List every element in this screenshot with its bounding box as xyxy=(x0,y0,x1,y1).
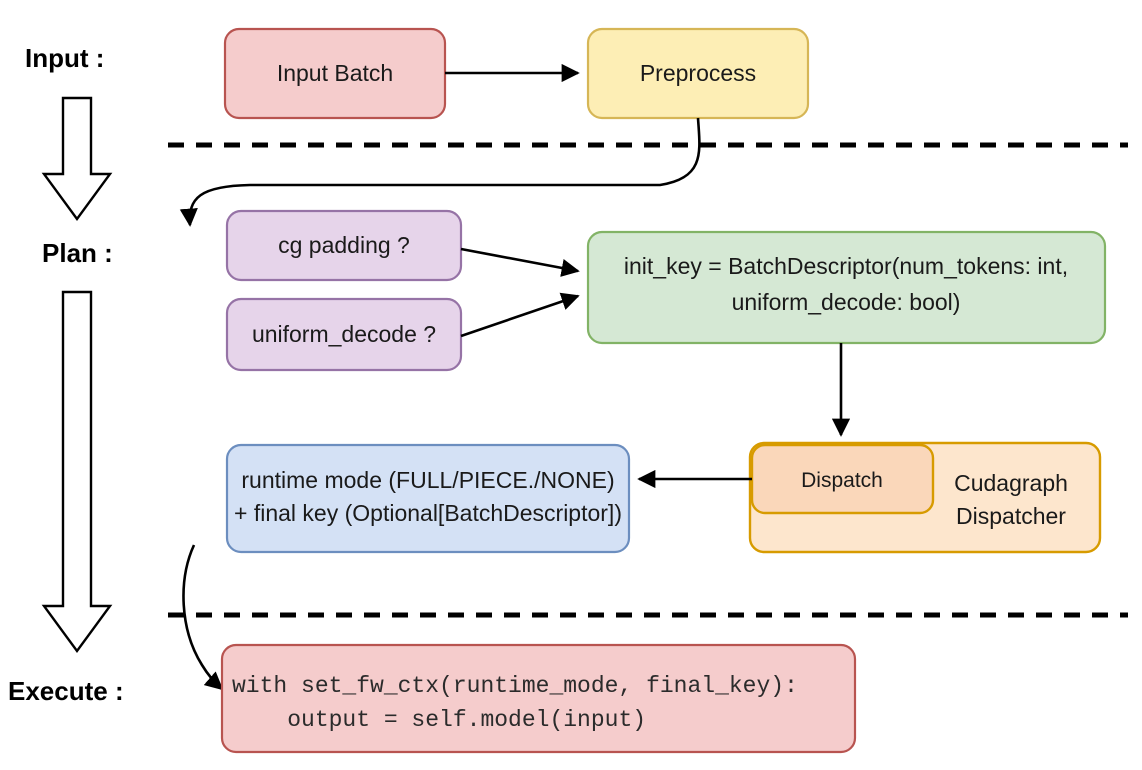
stage-label-execute: Execute : xyxy=(8,676,124,706)
edge-cg-padding-to-init-key xyxy=(460,247,580,277)
node-runtime-mode-line2: + final key (Optional[BatchDescriptor]) xyxy=(234,500,622,526)
stage-label-plan: Plan : xyxy=(42,238,113,268)
stage-label-input: Input : xyxy=(25,43,104,73)
node-dispatch-label: Dispatch xyxy=(801,469,883,492)
node-cg-padding-shape xyxy=(225,209,463,282)
node-input-batch[interactable]: Input Batch xyxy=(223,27,447,120)
node-init-key[interactable]: init_key = BatchDescriptor(num_tokens: i… xyxy=(586,230,1107,345)
node-runtime-mode-line1: runtime mode (FULL/PIECE./NONE) xyxy=(241,467,614,493)
node-uniform-decode[interactable]: uniform_decode ? xyxy=(225,297,463,372)
node-input-batch-label: Input Batch xyxy=(277,60,393,86)
node-runtime-mode-shape xyxy=(225,443,631,554)
node-uniform-decode-shape xyxy=(225,297,463,372)
node-cudagraph-dispatcher-line2: Dispatcher xyxy=(956,503,1066,529)
node-runtime-mode[interactable]: runtime mode (FULL/PIECE./NONE) + final … xyxy=(225,443,631,554)
edge-runtime-mode-to-execute-code xyxy=(182,544,224,691)
edge-uniform-decode-to-init-key xyxy=(460,292,580,338)
node-cg-padding-label: cg padding ? xyxy=(278,232,410,258)
node-dispatch[interactable]: Dispatch xyxy=(750,443,935,515)
node-preprocess-label: Preprocess xyxy=(640,60,756,86)
node-execute-code-line2: output = self.model(input) xyxy=(232,707,646,733)
node-cg-padding[interactable]: cg padding ? xyxy=(225,209,463,282)
node-execute-code-line1: with set_fw_ctx(runtime_mode, final_key)… xyxy=(232,673,798,699)
node-execute-code[interactable]: with set_fw_ctx(runtime_mode, final_key)… xyxy=(220,643,857,754)
node-execute-code-shape xyxy=(220,643,857,754)
stage-progress-arrow-input-to-plan xyxy=(41,96,113,222)
node-init-key-shape xyxy=(586,230,1107,345)
edge-preprocess-to-cg-padding xyxy=(179,117,701,227)
node-uniform-decode-label: uniform_decode ? xyxy=(252,321,436,347)
node-preprocess[interactable]: Preprocess xyxy=(586,27,810,120)
node-init-key-line1: init_key = BatchDescriptor(num_tokens: i… xyxy=(624,253,1068,279)
stage-progress-arrow-plan-to-execute xyxy=(41,290,113,654)
node-cudagraph-dispatcher-line1: Cudagraph xyxy=(954,470,1068,496)
node-init-key-line2: uniform_decode: bool) xyxy=(732,289,961,315)
